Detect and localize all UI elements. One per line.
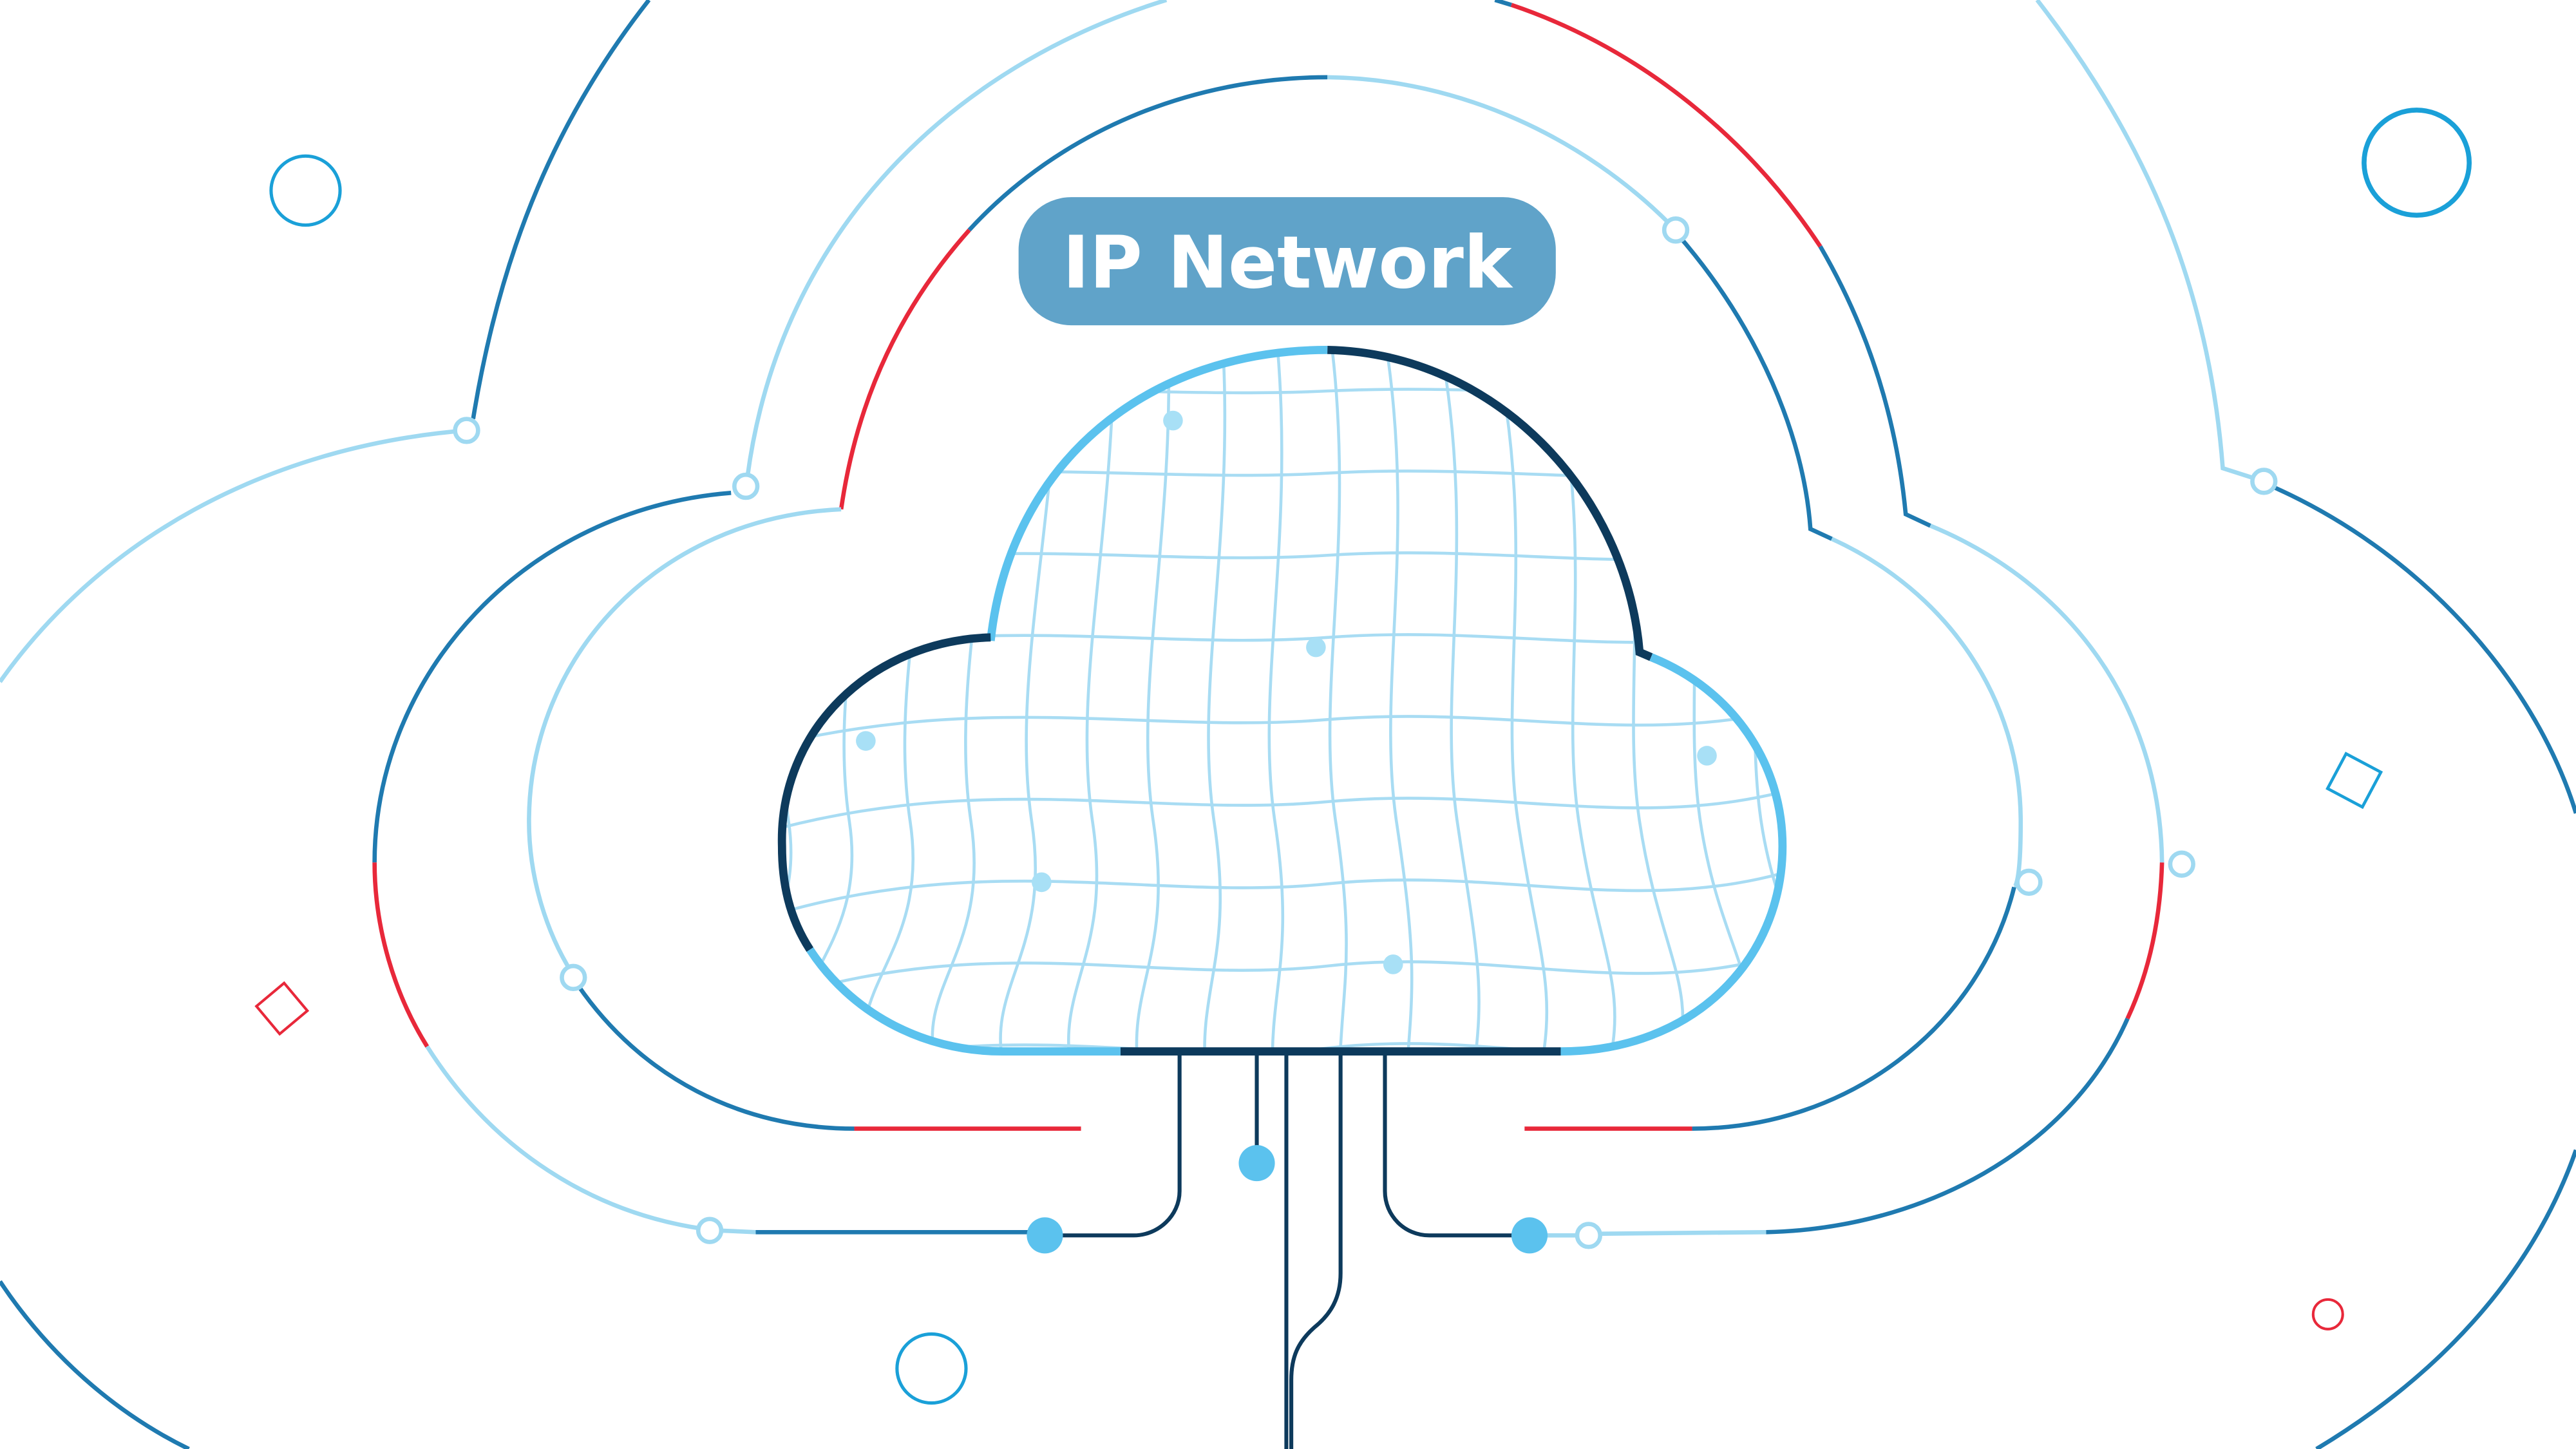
mesh-line (1385, 350, 1414, 1052)
mesh-line (1493, 350, 1549, 1052)
mesh-line (782, 542, 1783, 580)
circle-decoration (269, 108, 2472, 1405)
mesh-line (862, 350, 952, 1052)
mesh-line (1135, 350, 1171, 1052)
network-wires (1045, 1051, 1581, 1449)
mesh-line (1328, 350, 1348, 1052)
mesh-line (782, 784, 1783, 837)
network-node-icon (453, 216, 2278, 1249)
ip-network-title: IP Network (1063, 221, 1513, 305)
mesh-line (999, 350, 1061, 1052)
mesh-line (1602, 350, 1685, 1052)
mesh-line (1203, 350, 1227, 1052)
mesh-line (931, 350, 1007, 1052)
middle-cloud-outline (372, 0, 2164, 1236)
mesh-line (1548, 350, 1616, 1052)
mesh-line (782, 864, 1783, 922)
wireframe-mesh (782, 350, 1783, 1052)
diamond-decoration (254, 752, 2383, 1036)
mesh-line (1439, 350, 1481, 1052)
mesh-nodes (856, 410, 1717, 974)
mesh-line (1067, 350, 1116, 1052)
mesh-line (1267, 350, 1285, 1052)
ip-network-label: IP Network (1018, 197, 1556, 326)
wire-endpoints (1027, 1145, 1548, 1254)
inner-ring-outline (527, 75, 2023, 1131)
mesh-line (794, 350, 898, 1052)
mesh-line (782, 703, 1783, 751)
cloud-icon (777, 345, 1787, 1056)
